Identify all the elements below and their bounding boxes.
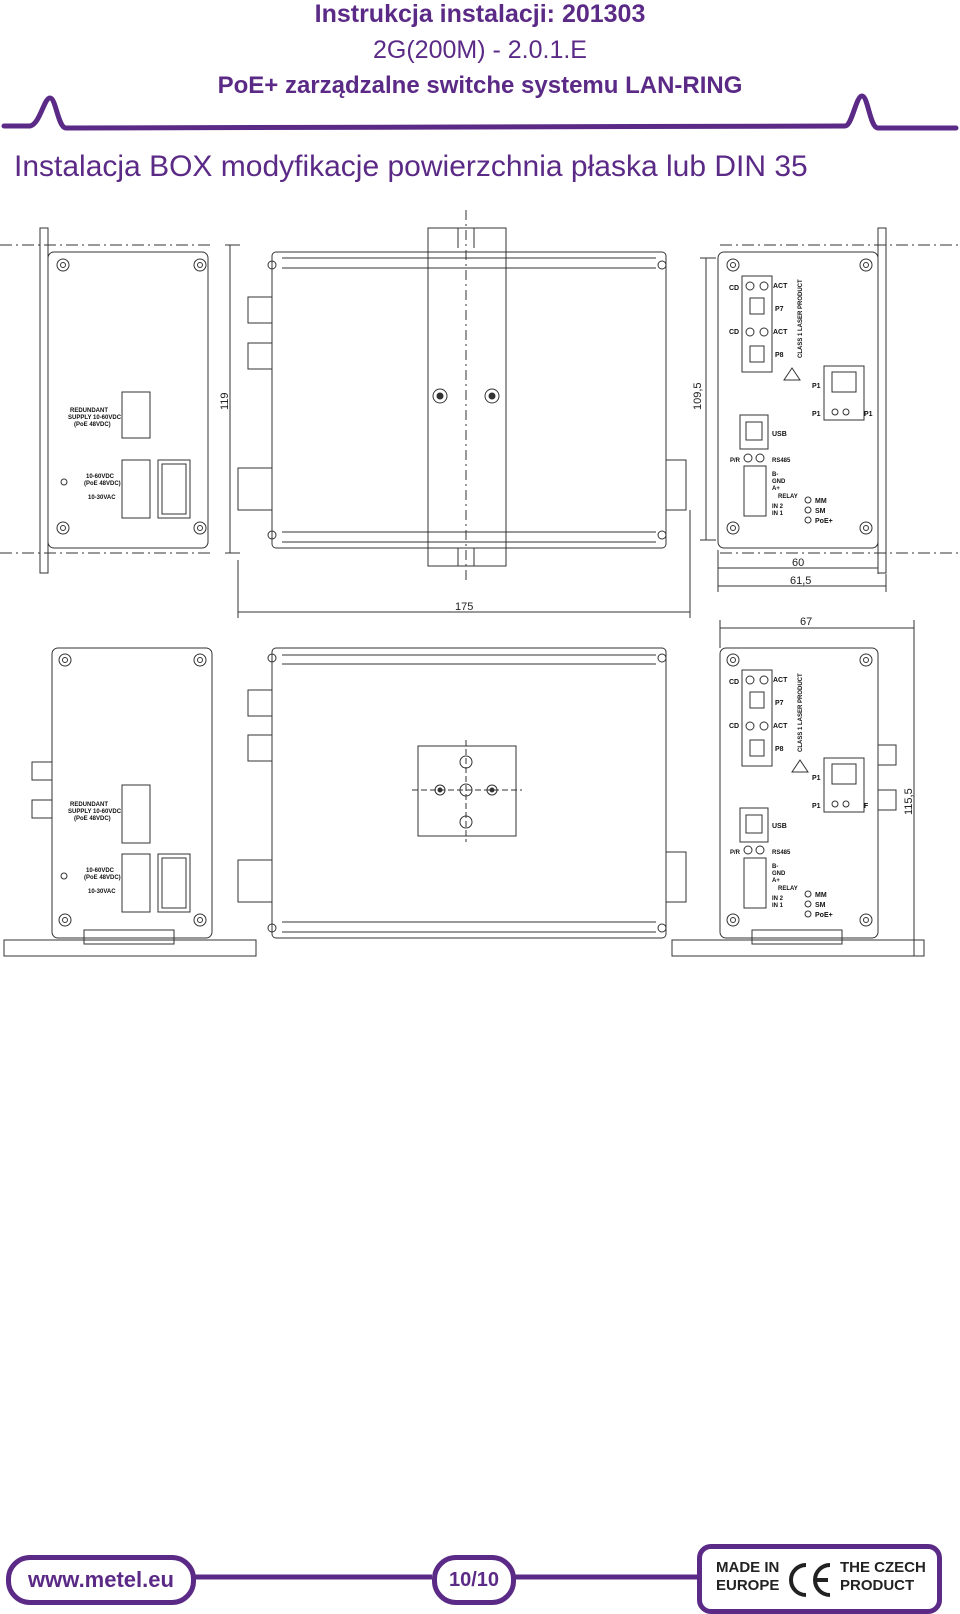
badge-left-line-1: MADE IN bbox=[716, 1559, 780, 1576]
label-rs-pin-3: A+ bbox=[772, 486, 780, 492]
label-p1-4: P1 bbox=[812, 775, 821, 782]
footer-line bbox=[186, 1574, 697, 1580]
label-act-3: ACT bbox=[773, 677, 788, 684]
label-poe-1: PoE+ bbox=[815, 518, 833, 525]
label-sm-1: SM bbox=[815, 508, 826, 515]
label-supply-1: 10-60VDC bbox=[86, 474, 115, 480]
dimension-67-label: 67 bbox=[800, 616, 812, 628]
label-usb-2: USB bbox=[772, 823, 787, 830]
label-relay-1: RELAY bbox=[778, 494, 798, 500]
label-redundant-5: SUPPLY 10-60VDC bbox=[68, 809, 122, 815]
label-p1-5: P1 bbox=[812, 803, 821, 810]
badge-left-line-2: EUROPE bbox=[716, 1577, 780, 1594]
label-in1-2: IN 1 bbox=[772, 903, 784, 909]
top-center-front-view bbox=[237, 210, 687, 580]
label-usb-1: USB bbox=[772, 431, 787, 438]
footer: www.metel.eu 10/10 MADE IN EUROPE THE CZ… bbox=[0, 1540, 960, 1614]
label-rs-pin-6: A+ bbox=[772, 878, 780, 884]
label-rs-pin-4: B- bbox=[772, 864, 778, 870]
dimension-175 bbox=[237, 510, 691, 618]
label-p8-2: P8 bbox=[775, 746, 784, 753]
dimension-61-5-label: 61,5 bbox=[790, 575, 811, 587]
label-f-1: F bbox=[864, 803, 869, 810]
label-supply-3: 10-30VAC bbox=[88, 495, 116, 501]
dimension-60-61-5 bbox=[717, 550, 887, 592]
bottom-center-front-view bbox=[237, 647, 687, 939]
label-rs485-1: RS485 bbox=[772, 458, 791, 464]
label-pr-2: P/R bbox=[730, 850, 741, 856]
technical-drawing: REDUNDANT SUPPLY 10-60VDC (PoE 48VDC) 10… bbox=[0, 210, 960, 957]
label-redundant-4: REDUNDANT bbox=[70, 802, 108, 808]
dimension-119 bbox=[225, 244, 240, 554]
dimension-109-5-label: 109,5 bbox=[692, 382, 704, 410]
label-cd-3: CD bbox=[729, 679, 739, 686]
dimension-175-label: 175 bbox=[455, 601, 473, 613]
dimension-119-label: 119 bbox=[219, 392, 231, 410]
label-relay-2: RELAY bbox=[778, 886, 798, 892]
header-line-1: Instrukcja instalacji: 201303 bbox=[314, 0, 646, 28]
top-right-side-view bbox=[717, 227, 960, 574]
label-p1-3: P1 bbox=[864, 411, 873, 418]
dimension-115-5-label: 115,5 bbox=[903, 788, 915, 815]
header-line-3: PoE+ zarządzalne switche systemu LAN-RIN… bbox=[217, 72, 743, 99]
made-in-europe-badge: MADE IN EUROPE THE CZECH PRODUCT bbox=[697, 1544, 942, 1614]
dimension-60-label: 60 bbox=[792, 557, 804, 569]
label-supply-2: (PoE 48VDC) bbox=[84, 481, 121, 487]
top-left-side-view bbox=[0, 227, 210, 574]
label-laser-2: CLASS 1 LASER PRODUCT bbox=[798, 673, 804, 752]
dimension-67 bbox=[719, 620, 915, 648]
label-rs-pin-5: GND bbox=[772, 871, 786, 877]
label-p8-1: P8 bbox=[775, 352, 784, 359]
label-mm-2: MM bbox=[815, 892, 827, 899]
label-p1-2: P1 bbox=[812, 411, 821, 418]
label-act-2: ACT bbox=[773, 329, 788, 336]
label-rs-pin-2: GND bbox=[772, 479, 786, 485]
label-in2-2: IN 2 bbox=[772, 896, 784, 902]
dimension-109-5 bbox=[700, 257, 716, 541]
label-poe-2: PoE+ bbox=[815, 912, 833, 919]
label-supply-5: (PoE 48VDC) bbox=[84, 875, 121, 881]
label-sm-2: SM bbox=[815, 902, 826, 909]
website-link[interactable]: www.metel.eu bbox=[6, 1555, 196, 1605]
label-in2-1: IN 2 bbox=[772, 504, 784, 510]
label-supply-4: 10-60VDC bbox=[86, 868, 115, 874]
label-p7-1: P7 bbox=[775, 306, 784, 313]
label-p1-1: P1 bbox=[812, 383, 821, 390]
label-redundant-6: (PoE 48VDC) bbox=[74, 816, 111, 822]
label-act-4: ACT bbox=[773, 723, 788, 730]
dimension-115-5 bbox=[908, 648, 920, 957]
page-number: 10/10 bbox=[432, 1555, 516, 1605]
bottom-right-side-view bbox=[671, 647, 925, 957]
badge-right-line-1: THE CZECH bbox=[840, 1559, 926, 1576]
ce-mark-icon bbox=[789, 1563, 831, 1597]
label-redundant-1: REDUNDANT bbox=[70, 408, 108, 414]
header-line-2: 2G(200M) - 2.0.1.E bbox=[373, 36, 587, 64]
label-in1-1: IN 1 bbox=[772, 511, 784, 517]
label-laser-1: CLASS 1 LASER PRODUCT bbox=[798, 279, 804, 358]
label-mm-1: MM bbox=[815, 498, 827, 505]
badge-right-line-2: PRODUCT bbox=[840, 1577, 915, 1594]
label-redundant-2: SUPPLY 10-60VDC bbox=[68, 415, 122, 421]
badge-made-in-europe: MADE IN EUROPE bbox=[716, 1559, 779, 1595]
section-title: Instalacja BOX modyfikacje powierzchnia … bbox=[14, 150, 808, 183]
label-rs485-2: RS485 bbox=[772, 850, 791, 856]
label-cd-1: CD bbox=[729, 285, 739, 292]
label-cd-4: CD bbox=[729, 723, 739, 730]
label-p7-2: P7 bbox=[775, 700, 784, 707]
label-supply-6: 10-30VAC bbox=[88, 889, 116, 895]
label-redundant-3: (PoE 48VDC) bbox=[74, 422, 111, 428]
header-wave-divider bbox=[1, 93, 959, 131]
bottom-left-side-view bbox=[3, 647, 257, 957]
badge-czech-product: THE CZECH PRODUCT bbox=[840, 1559, 926, 1595]
label-cd-2: CD bbox=[729, 329, 739, 336]
label-act-1: ACT bbox=[773, 283, 788, 290]
label-pr-1: P/R bbox=[730, 458, 741, 464]
label-rs-pin-1: B- bbox=[772, 472, 778, 478]
